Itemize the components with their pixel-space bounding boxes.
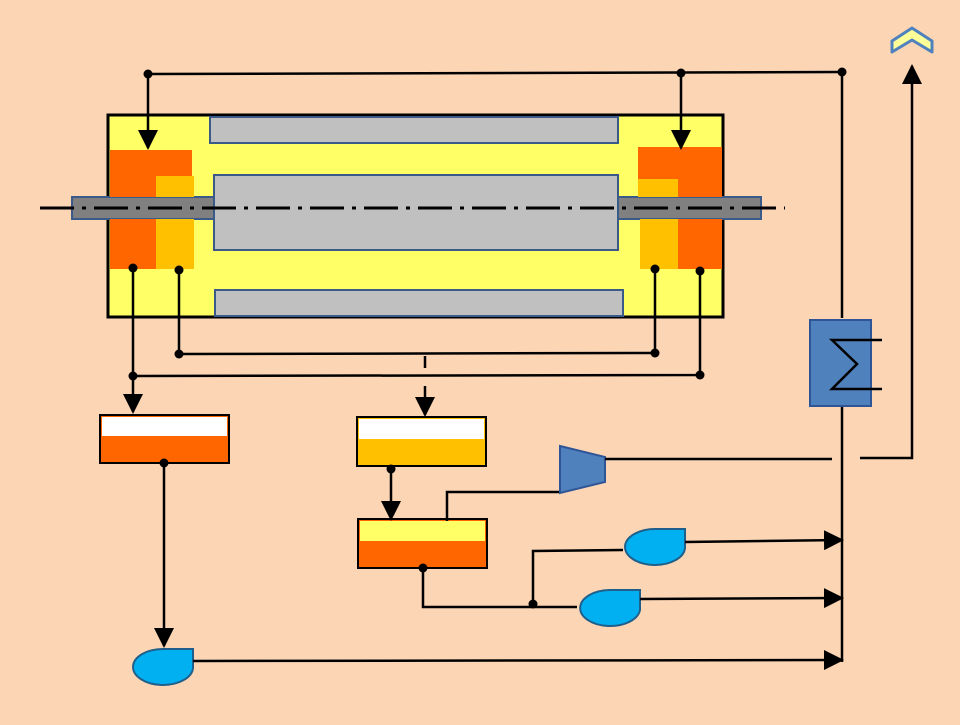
center-upper-tank xyxy=(356,416,487,467)
tank-junction-dots xyxy=(159,458,538,609)
left-tank xyxy=(99,414,230,464)
compressor-icon xyxy=(559,444,606,495)
lower-stator-plate xyxy=(214,289,624,317)
drain-junction-dots xyxy=(128,263,705,381)
chevron-up-icon xyxy=(890,26,934,54)
upper-stator-plate xyxy=(209,116,619,144)
supply-junction-dots xyxy=(143,67,847,79)
center-lower-tank xyxy=(357,518,488,569)
pump-icon-middle xyxy=(579,589,641,627)
pump-icon-upper xyxy=(624,528,686,566)
tank-connections xyxy=(154,463,624,648)
right-seal xyxy=(638,147,722,269)
left-seal xyxy=(110,150,194,269)
supply-line xyxy=(138,70,844,318)
sigma-icon xyxy=(828,338,882,391)
pump-icon-lower xyxy=(132,648,194,686)
outlet-line xyxy=(860,64,922,460)
cooler xyxy=(809,319,882,407)
pump-discharge-lines xyxy=(192,406,844,671)
nav-up-button[interactable] xyxy=(890,26,934,54)
rotor xyxy=(213,174,619,251)
